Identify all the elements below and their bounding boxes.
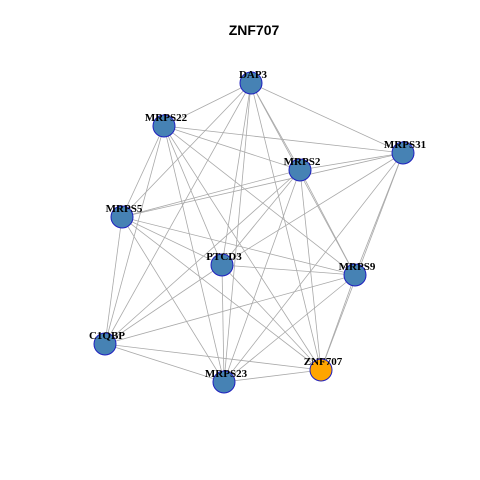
edge-mrps2-mrps5 [121,169,301,218]
node-mrps23[interactable]: MRPS23 [205,368,248,394]
edge-mrps9-mrps23 [223,274,356,383]
node-label: MRPS22 [145,112,188,124]
edge-ptcd3-c1qbp [104,264,223,345]
edge-mrps9-c1qbp [104,274,356,345]
node-label: MRPS23 [205,368,248,380]
node-circle[interactable] [210,253,234,277]
node-label: DAP3 [239,69,268,81]
edge-mrps22-mrps2 [163,125,301,171]
node-layer: DAP3MRPS22MRPS31MRPS2MRPS5PTCD3MRPS9C1QB… [89,69,426,394]
node-circle[interactable] [239,71,263,95]
node-mrps5[interactable]: MRPS5 [106,203,143,229]
node-ptcd3[interactable]: PTCD3 [206,251,242,277]
node-mrps31[interactable]: MRPS31 [384,139,426,165]
node-c1qbp[interactable]: C1QBP [89,330,125,356]
node-label: C1QBP [89,330,125,342]
edge-ptcd3-mrps9 [221,264,356,276]
node-znf707[interactable]: ZNF707 [304,356,343,382]
edge-mrps22-mrps5 [121,125,165,218]
edge-ptcd3-mrps23 [221,264,225,383]
edge-mrps22-mrps23 [163,125,225,383]
edge-mrps2-znf707 [299,169,322,371]
edge-mrps22-mrps9 [163,125,356,276]
node-circle[interactable] [391,141,415,165]
node-circle[interactable] [343,263,367,287]
node-circle[interactable] [212,370,236,394]
edge-mrps2-ptcd3 [221,169,301,266]
edge-mrps5-c1qbp [104,216,123,345]
node-circle[interactable] [309,358,333,382]
edge-mrps5-znf707 [121,216,322,371]
edge-dap3-mrps31 [250,82,404,154]
edge-c1qbp-znf707 [104,343,322,371]
edge-mrps5-mrps23 [121,216,225,383]
edge-dap3-ptcd3 [221,82,252,266]
edge-c1qbp-mrps23 [104,343,225,383]
edge-mrps5-mrps9 [121,216,356,276]
edge-mrps31-mrps5 [121,152,404,218]
node-label: MRPS5 [106,203,143,215]
node-label: MRPS2 [284,156,321,168]
edge-dap3-mrps5 [121,82,252,218]
node-mrps2[interactable]: MRPS2 [284,156,321,182]
node-label: PTCD3 [206,251,242,263]
edge-dap3-znf707 [250,82,322,371]
node-circle[interactable] [152,114,176,138]
node-circle[interactable] [110,205,134,229]
node-label: ZNF707 [304,356,343,368]
edge-mrps2-mrps9 [299,169,356,276]
edge-mrps2-c1qbp [104,169,301,345]
edge-mrps31-znf707 [320,152,404,371]
edge-mrps22-ptcd3 [163,125,223,266]
edge-mrps2-mrps23 [223,169,301,383]
edge-mrps23-znf707 [223,369,322,383]
edge-mrps31-mrps23 [223,152,404,383]
node-circle[interactable] [93,332,117,356]
edge-mrps31-mrps2 [299,152,404,171]
edge-mrps22-c1qbp [104,125,165,345]
edge-dap3-mrps23 [223,82,252,383]
node-mrps22[interactable]: MRPS22 [145,112,188,138]
edge-dap3-c1qbp [104,82,252,345]
node-label: MRPS31 [384,139,426,151]
edge-layer [104,82,404,383]
node-label: MRPS9 [339,261,376,273]
edge-mrps9-znf707 [320,274,356,371]
edge-ptcd3-znf707 [221,264,322,371]
node-circle[interactable] [288,158,312,182]
edge-mrps5-ptcd3 [121,216,223,266]
node-mrps9[interactable]: MRPS9 [339,261,376,287]
edge-mrps22-mrps31 [163,125,404,154]
node-dap3[interactable]: DAP3 [239,69,268,95]
graph-title: ZNF707 [229,22,280,38]
edge-dap3-mrps22 [163,82,252,127]
edge-mrps22-znf707 [163,125,322,371]
edge-mrps31-ptcd3 [221,152,404,266]
